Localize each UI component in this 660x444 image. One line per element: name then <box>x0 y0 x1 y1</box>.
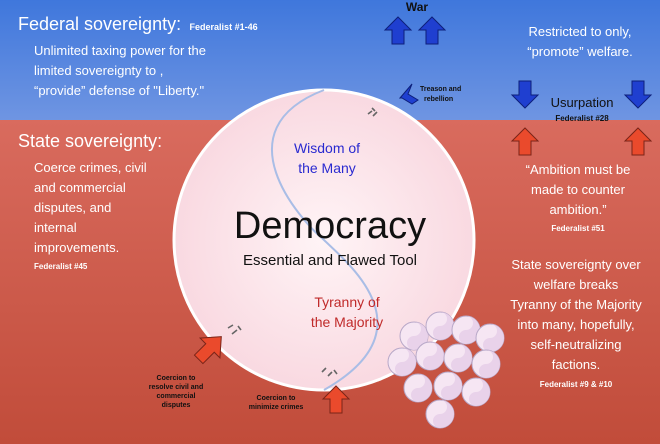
treason-line-2: rebellion <box>424 96 454 103</box>
coercion-civil-line-4: disputes <box>161 402 191 409</box>
coercion-civil-line-1: Coercion to <box>156 375 196 382</box>
federal-heading-row: Federal sovereignty: Federalist #1-46 <box>18 14 258 36</box>
tyranny-line-2: the Majority <box>310 314 384 330</box>
federal-heading: Federal sovereignty: <box>18 14 182 34</box>
ambition-ref: Federalist #51 <box>551 224 605 233</box>
coercion-civil-line-3: commercial <box>156 393 196 400</box>
conflict-mark-treason <box>367 107 378 117</box>
wisdom-line-2: the Many <box>298 160 356 176</box>
federal-line-3: “provide” defense of "Liberty." <box>34 83 205 98</box>
coercion-crimes-line-2: minimize crimes <box>248 404 304 411</box>
state-line-3: disputes, and <box>34 200 112 215</box>
treason-arrow <box>398 83 419 105</box>
usurpation-label: Usurpation <box>550 95 614 110</box>
democracy-title: Democracy <box>233 205 427 247</box>
yin-yang-curve <box>271 89 379 391</box>
welfare-ref: Federalist #9 & #10 <box>539 380 613 389</box>
state-line-5: improvements. <box>34 240 120 255</box>
welfare-line-3: Tyranny of the Majority <box>510 297 642 312</box>
welfare-line-5: self-neutralizing <box>530 337 622 352</box>
state-line-1: Coerce crimes, civil <box>34 160 147 175</box>
welfare-line-6: factions. <box>551 357 601 372</box>
state-heading: State sovereignty: <box>18 131 163 151</box>
coercion-civil-line-2: resolve civil and <box>148 384 204 391</box>
ambition-line-3: ambition.” <box>549 202 607 217</box>
war-label: War <box>405 0 429 14</box>
coercion-civil-arrow <box>193 336 222 365</box>
welfare-line-2: welfare breaks <box>533 277 619 292</box>
democracy-subtitle: Essential and Flawed Tool <box>243 252 417 269</box>
federal-line-2: limited sovereignty to , <box>34 63 164 78</box>
coercion-crimes-line-1: Coercion to <box>256 395 296 402</box>
restricted-line-2: “promote” welfare. <box>527 44 633 59</box>
federal-line-1: Unlimited taxing power for the <box>34 43 206 58</box>
ambition-line-1: “Ambition must be <box>525 162 631 177</box>
ambition-line-2: made to counter <box>531 182 625 197</box>
restricted-line-1: Restricted to only, <box>528 24 632 39</box>
conflict-mark-crimes <box>321 367 338 377</box>
wisdom-line-1: Wisdom of <box>293 140 361 156</box>
tyranny-line-1: Tyranny of <box>314 294 380 310</box>
state-ref: Federalist #45 <box>34 262 88 271</box>
usurpation-ref: Federalist #28 <box>555 114 609 123</box>
state-line-4: internal <box>34 220 77 235</box>
conflict-mark-civil <box>227 324 242 335</box>
treason-line-1: Treason and <box>420 86 462 93</box>
welfare-line-1: State sovereignty over <box>511 257 641 272</box>
welfare-line-4: into many, hopefully, <box>517 317 635 332</box>
state-line-2: and commercial <box>34 180 126 195</box>
federal-ref: Federalist #1-46 <box>189 22 258 32</box>
